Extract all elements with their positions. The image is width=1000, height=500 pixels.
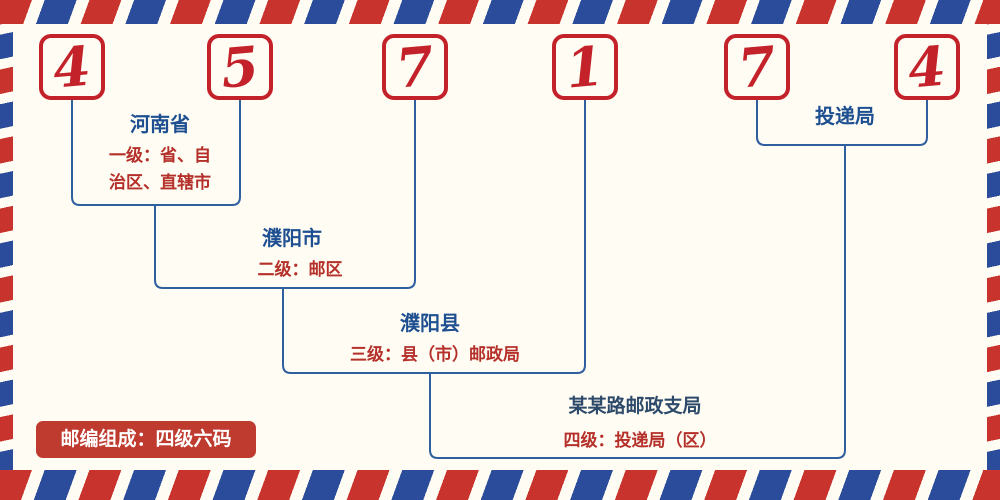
- airmail-border-bottom: [0, 470, 1000, 500]
- digit-box-6: 4: [894, 33, 960, 101]
- postal-code-composition-badge: 邮编组成：四级六码: [36, 421, 256, 458]
- branch-name: 某某路邮政支局: [568, 396, 702, 417]
- digit-box-3: 7: [382, 33, 448, 101]
- digit-5: 7: [735, 33, 779, 101]
- delivery-office-name: 投递局: [815, 106, 875, 128]
- zone-level-desc: 二级：邮区: [257, 260, 343, 279]
- digit-box-1: 4: [39, 33, 105, 101]
- digit-2: 5: [218, 33, 262, 101]
- connector-level3: [282, 100, 586, 374]
- branch-level-desc: 四级：投递局（区）: [563, 431, 717, 450]
- digit-6: 4: [905, 33, 949, 101]
- airmail-border-left: [0, 0, 13, 500]
- county-level-desc: 三级：县（市）邮政局: [350, 345, 520, 364]
- digit-box-4: 1: [552, 33, 618, 101]
- connector-level4: [429, 145, 846, 459]
- connector-delivery: [756, 100, 928, 146]
- zone-name: 濮阳市: [262, 228, 322, 250]
- province-level-desc-line2: 治区、直辖市: [109, 173, 211, 192]
- airmail-border-right: [987, 0, 1000, 500]
- province-name: 河南省: [130, 114, 190, 136]
- digit-1: 4: [50, 33, 94, 101]
- digit-box-5: 7: [724, 33, 790, 101]
- connector-level2: [154, 100, 416, 289]
- digit-3: 7: [393, 33, 437, 101]
- province-level-desc: 一级：省、自 治区、直辖市: [75, 142, 245, 196]
- digit-box-2: 5: [207, 33, 273, 101]
- province-level-desc-line1: 一级：省、自: [109, 146, 211, 165]
- digit-4: 1: [563, 33, 607, 101]
- county-name: 濮阳县: [400, 313, 460, 335]
- airmail-border-top: [0, 0, 1000, 24]
